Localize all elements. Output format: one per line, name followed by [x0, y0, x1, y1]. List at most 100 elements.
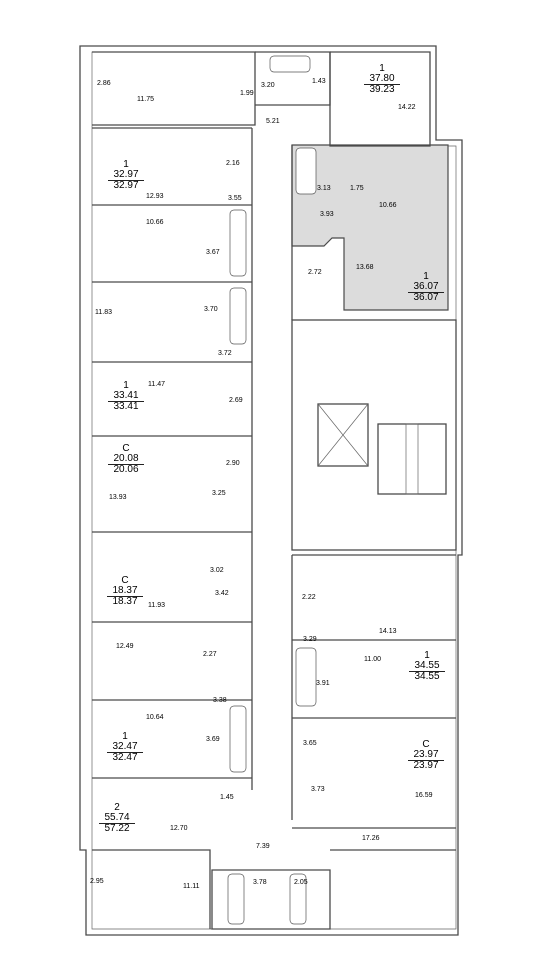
- apartment-label: 1 34.55 34.55: [409, 651, 445, 682]
- apartment-living-area: 32.47: [107, 742, 143, 753]
- apartment-label: 1 32.97 32.97: [108, 160, 144, 191]
- room-area: 3.29: [303, 636, 317, 643]
- apartment-label: 1 33.41 33.41: [108, 381, 144, 412]
- apartment-label: 1 37.80 39.23: [364, 64, 400, 95]
- room-area: 2.90: [226, 460, 240, 467]
- room-area: 16.59: [415, 792, 433, 799]
- apartment-type: С: [422, 739, 430, 750]
- room-area: 5.21: [266, 118, 280, 125]
- room-area: 3.73: [311, 786, 325, 793]
- room-area: 3.55: [228, 195, 242, 202]
- outer-wall: [79, 45, 463, 936]
- apartment-total-area: 36.07: [413, 292, 439, 303]
- room-area: 12.49: [116, 643, 134, 650]
- room-area: 2.05: [294, 879, 308, 886]
- apartment-living-area: 20.08: [108, 454, 144, 465]
- room-area: 1.45: [220, 794, 234, 801]
- apartment-total-area: 23.97: [413, 760, 439, 771]
- room-area: 12.93: [146, 193, 164, 200]
- room-area: 2.22: [302, 594, 316, 601]
- room-area: 10.64: [146, 714, 164, 721]
- room-area: 13.93: [109, 494, 127, 501]
- room-area: 14.13: [379, 628, 397, 635]
- apartment-living-area: 32.97: [108, 170, 144, 181]
- room-area: 2.95: [90, 878, 104, 885]
- stair-core: [291, 319, 457, 551]
- apartment-living-area: 55.74: [99, 813, 135, 824]
- room-area: 3.65: [303, 740, 317, 747]
- unit-top-right: [329, 51, 431, 147]
- room-area: 3.67: [206, 249, 220, 256]
- room-area: 3.78: [253, 879, 267, 886]
- room-area: 2.72: [308, 269, 322, 276]
- room-area: 11.47: [148, 381, 165, 388]
- apartment-label: С 23.97 23.97: [408, 740, 444, 771]
- apartment-label: 2 55.74 57.22: [99, 803, 135, 834]
- apartment-type: 1: [423, 271, 429, 282]
- room-area: 3.42: [215, 590, 229, 597]
- room-area: 2.16: [226, 160, 240, 167]
- room-area: 1.43: [312, 78, 326, 85]
- room-area: 1.99: [240, 90, 254, 97]
- unit-bottom-left: [92, 849, 211, 929]
- apartment-total-area: 39.23: [369, 84, 395, 95]
- apartment-total-area: 57.22: [104, 823, 130, 834]
- apartment-type: 1: [379, 63, 385, 74]
- highlighted-apartment: [291, 144, 449, 311]
- room-area: 2.86: [97, 80, 111, 87]
- room-area: 14.22: [398, 104, 416, 111]
- room-area: 3.38: [213, 697, 227, 704]
- bathtub-fixtures: [227, 55, 317, 925]
- room-area: 11.00: [364, 656, 381, 663]
- room-area: 11.93: [148, 602, 165, 609]
- apartment-living-area: 23.97: [408, 750, 444, 761]
- apartment-label: 1 36.07 36.07: [408, 272, 444, 303]
- room-area: 3.91: [316, 680, 330, 687]
- apartment-living-area: 33.41: [108, 391, 144, 402]
- room-area: 13.68: [356, 264, 374, 271]
- apartment-total-area: 34.55: [414, 671, 440, 682]
- apartment-living-area: 36.07: [408, 282, 444, 293]
- room-area: 17.26: [362, 835, 380, 842]
- apartment-living-area: 34.55: [409, 661, 445, 672]
- unit-bottom-wet-zone: [211, 869, 331, 930]
- apartment-type: 1: [122, 731, 128, 742]
- room-area: 2.27: [203, 651, 217, 658]
- apartment-label: 1 32.47 32.47: [107, 732, 143, 763]
- room-area: 11.83: [95, 309, 112, 316]
- apartment-type: 2: [114, 802, 120, 813]
- apartment-label: С 20.08 20.06: [108, 444, 144, 475]
- left-column-walls: [92, 127, 253, 790]
- room-area: 3.20: [261, 82, 275, 89]
- room-area: 3.02: [210, 567, 224, 574]
- apartment-type: С: [122, 443, 130, 454]
- apartment-type: 1: [123, 380, 129, 391]
- apartment-total-area: 32.47: [112, 752, 138, 763]
- room-area: 3.25: [212, 490, 226, 497]
- room-area: 3.70: [204, 306, 218, 313]
- apartment-living-area: 18.37: [107, 586, 143, 597]
- apartment-total-area: 18.37: [112, 596, 138, 607]
- apartment-type: 1: [424, 650, 430, 661]
- apartment-type: С: [121, 575, 129, 586]
- room-area: 3.93: [320, 211, 334, 218]
- room-area: 3.72: [218, 350, 232, 357]
- unit-top-left: [92, 51, 256, 126]
- apartment-type: 1: [123, 159, 129, 170]
- apartment-total-area: 33.41: [113, 401, 139, 412]
- right-column-walls: [291, 145, 456, 829]
- apartment-label: С 18.37 18.37: [107, 576, 143, 607]
- room-area: 12.70: [170, 825, 188, 832]
- room-area: 2.69: [229, 397, 243, 404]
- room-area: 11.11: [183, 883, 200, 890]
- apartment-living-area: 37.80: [364, 74, 400, 85]
- room-area: 3.13: [317, 185, 331, 192]
- room-area: 11.75: [137, 96, 154, 103]
- apartment-total-area: 20.06: [113, 464, 139, 475]
- room-area: 7.39: [256, 843, 270, 850]
- apartment-total-area: 32.97: [113, 180, 139, 191]
- room-area: 3.69: [206, 736, 220, 743]
- room-area: 10.66: [379, 202, 397, 209]
- room-area: 1.75: [350, 185, 364, 192]
